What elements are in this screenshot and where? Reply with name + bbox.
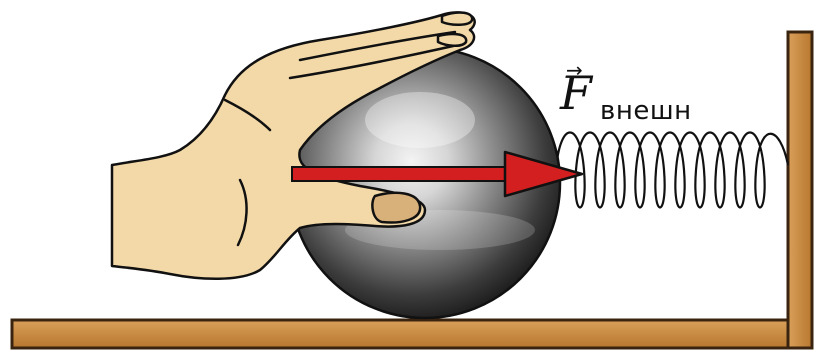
force-subscript: внешн [600,98,692,124]
wooden-wall [788,32,812,348]
force-label: → F внешн [560,60,720,130]
thumbnail [372,193,420,223]
force-symbol: F [560,70,592,116]
wooden-base [12,320,807,348]
spring [556,133,788,208]
